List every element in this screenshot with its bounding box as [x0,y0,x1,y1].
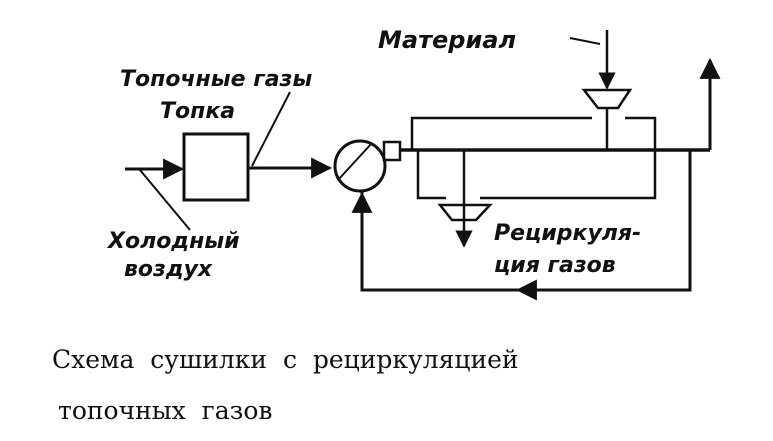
discharge-hopper [437,203,493,222]
label-flue-gases: Топочные газы [120,67,312,92]
material-leader [569,37,601,45]
label-material: Материал [378,26,516,54]
dryer-drum-bottom-right [480,150,657,200]
label-furnace: Топка [160,99,235,124]
dryer-drum-right-top [625,116,657,150]
cold-air-leader [139,169,191,231]
dryer-drum-bottom [416,150,446,200]
material-hopper [581,88,633,110]
label-cold-air-1: Холодный [106,229,240,254]
caption-line-2: топочных газов [58,396,272,425]
fan-circle [333,139,387,193]
furnace-box [182,132,250,202]
fan-diagonal [337,142,373,181]
dryer-drum-top [410,116,592,150]
caption-line-1: Схема сушилки с рециркуляцией [52,345,519,374]
label-recirc-2: ция газов [494,253,616,278]
fan-outlet [382,140,402,162]
flue-gas-leader [251,91,291,167]
label-cold-air-2: воздух [124,257,213,282]
label-recirc-1: Рециркуля- [494,221,641,246]
